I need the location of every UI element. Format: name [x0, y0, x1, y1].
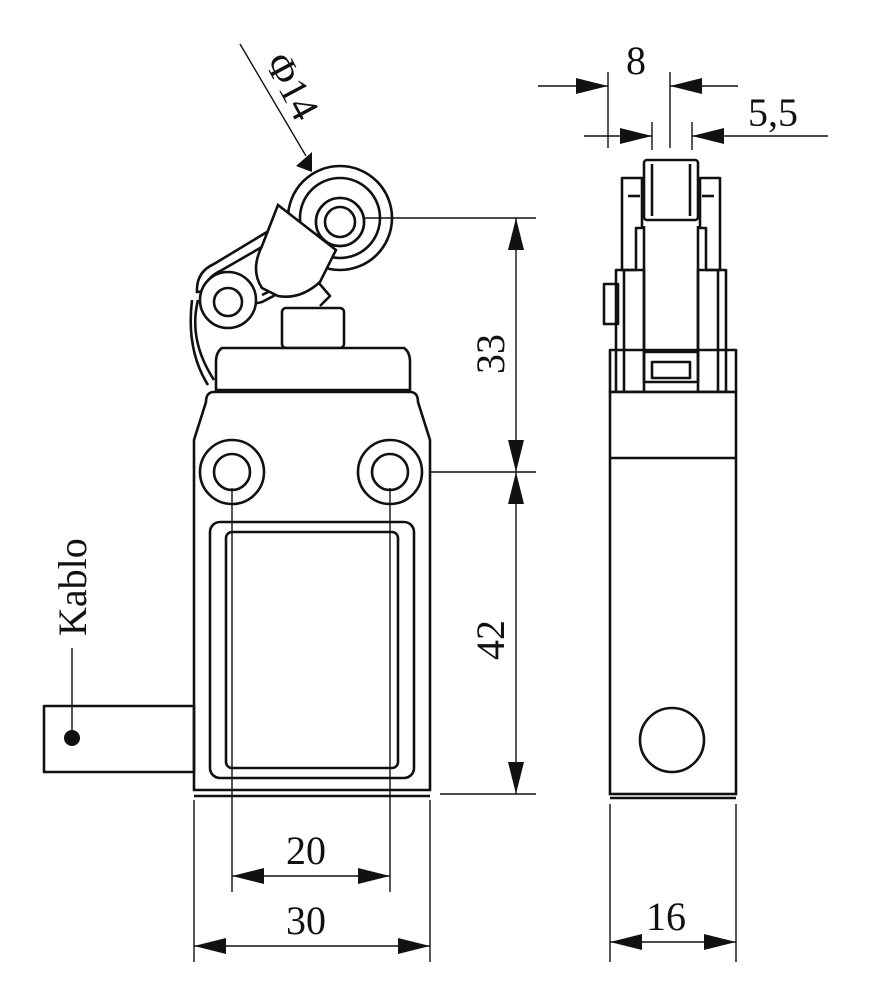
side-lever-left	[614, 268, 646, 394]
side-fork-right	[698, 176, 722, 272]
dim-33-label: 33	[468, 334, 513, 374]
cable-label: Kablo	[50, 538, 95, 636]
vertical-dimensions: 33 42	[364, 217, 536, 795]
plunger	[280, 306, 346, 350]
side-bottom-dimension: 16	[609, 804, 737, 962]
front-view: Kablo	[42, 164, 432, 798]
switch-body	[192, 390, 432, 792]
dim-30-label: 30	[286, 898, 326, 943]
cable-stub	[42, 704, 196, 774]
side-roller	[642, 158, 700, 222]
side-plunger	[642, 350, 700, 384]
side-top-dimensions: 8 5,5	[538, 38, 828, 150]
side-view	[602, 158, 738, 800]
side-lever-right	[696, 268, 728, 394]
side-body	[608, 390, 738, 796]
horizontal-dimensions-front: 20 30	[193, 488, 431, 962]
side-fork-left	[620, 176, 644, 272]
dim-16-label: 16	[646, 894, 686, 939]
dim-42-label: 42	[468, 620, 513, 660]
side-pivot-screw	[602, 282, 620, 326]
roller-lever	[189, 164, 394, 386]
side-cable-entry	[638, 706, 706, 774]
dim-8-label: 8	[626, 38, 646, 83]
head-cap	[214, 346, 412, 392]
diameter-label: Φ14	[256, 45, 328, 127]
diameter-callout: Φ14	[239, 43, 328, 172]
dim-20-label: 20	[286, 828, 326, 873]
cover-frame	[208, 520, 416, 780]
cover-panel	[224, 530, 400, 770]
dim-55-label: 5,5	[748, 90, 798, 135]
